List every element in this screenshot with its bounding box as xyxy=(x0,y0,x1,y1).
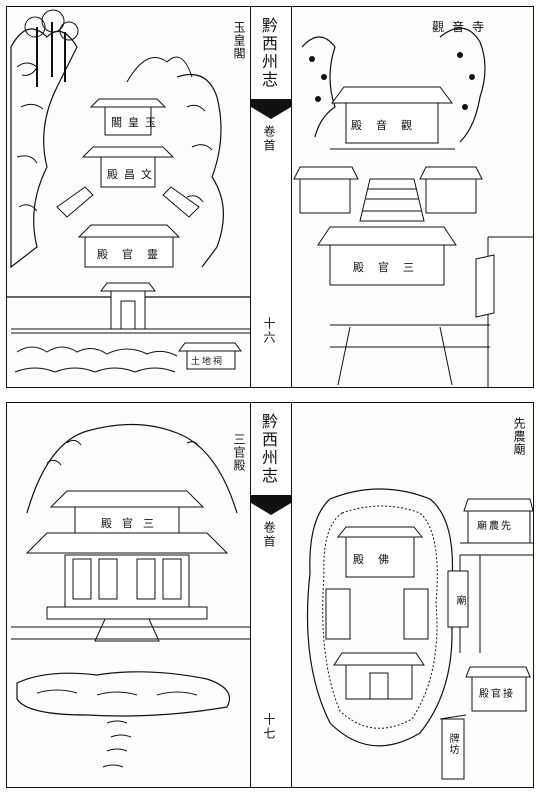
caption-xiannong-temple: 先農廟 xyxy=(512,417,526,456)
spine-volume: 卷首 xyxy=(262,521,276,549)
sign-tudi-shrine: 土地祠 xyxy=(191,357,225,367)
spine-bottom: 黔西州志 卷首 十七 xyxy=(250,403,292,787)
caption-sanguan-hall: 三官殿 xyxy=(232,433,246,472)
guanyin-temple-illustration xyxy=(293,27,533,387)
spine-title: 黔西州志 xyxy=(259,413,278,485)
sign-guanyin-hall: 殿音觀 xyxy=(351,119,426,132)
sanguan-hall-illustration xyxy=(11,423,250,768)
spine-volume: 卷首 xyxy=(262,125,276,153)
caption-yuhuang-pavilion: 玉皇閣 xyxy=(232,21,246,60)
fishtail-mark xyxy=(251,99,291,119)
fishtail-mark xyxy=(251,495,291,515)
sign-sanguan-hall: 殿官三 xyxy=(353,261,428,274)
sign-small-shrine: 廟 xyxy=(454,595,465,606)
spine-top: 黔西州志 卷首 十六 xyxy=(250,7,292,387)
sign-lingguan-hall: 殿官靈 xyxy=(97,248,172,261)
spine-page-number: 十六 xyxy=(262,317,276,345)
xiannong-temple-illustration xyxy=(306,488,533,780)
sign-wenchang-hall: 殿昌文 xyxy=(107,168,158,181)
sign-yuhuang-pavilion: 閣皇玉 xyxy=(111,116,162,129)
caption-guanyin-temple: 觀音寺 xyxy=(432,20,493,34)
sign-sanguan-hall-front: 殿官三 xyxy=(101,517,164,530)
spine-title: 黔西州志 xyxy=(259,17,278,89)
bottom-page-spread: 三官殿 殿官三 黔西州志 卷首 十七 xyxy=(6,402,534,788)
top-page-spread: 玉皇閣 閣皇玉 殿昌文 殿官靈 土地祠 黔西州志 卷首 十六 xyxy=(6,6,534,388)
sign-archway: 牌坊 xyxy=(447,733,458,755)
spine-page-number: 十七 xyxy=(262,713,276,741)
sign-buddha-hall: 殿佛 xyxy=(353,553,403,566)
sign-xiannong-hall: 廟農先 xyxy=(477,521,513,532)
sign-jieguan-hall: 殿官接 xyxy=(479,689,515,700)
yuhuang-pavilion-illustration xyxy=(7,9,250,373)
